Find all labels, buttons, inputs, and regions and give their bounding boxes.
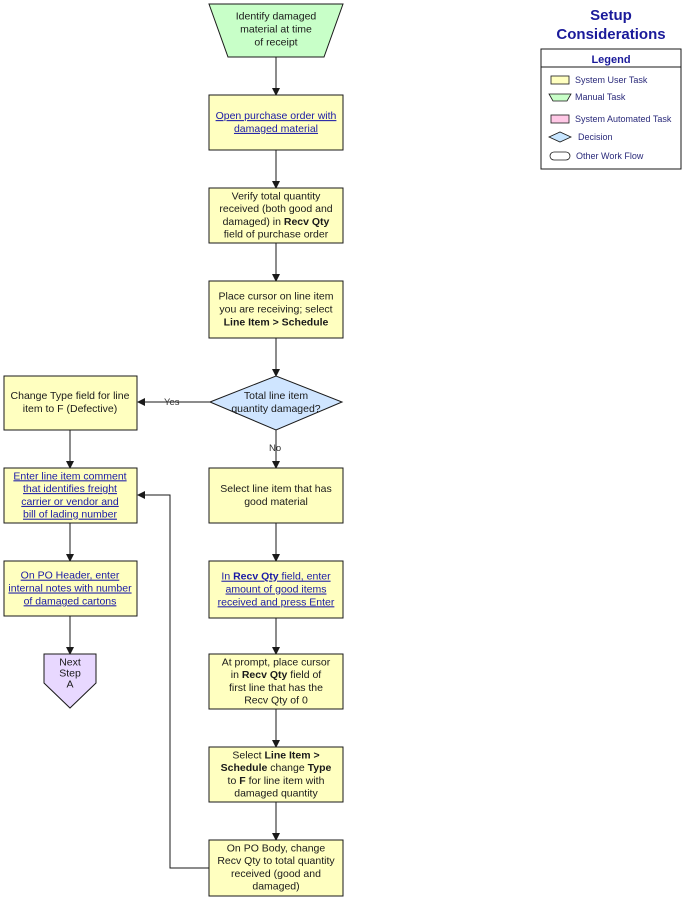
identify-line: material at time <box>240 24 312 36</box>
po-body-line: damaged) <box>252 881 299 893</box>
legend-decision-swatch <box>548 131 572 143</box>
select-schedule-line: to F for line item with <box>228 775 325 787</box>
select-schedule-line: Schedule change Type <box>221 762 332 774</box>
legend-manual-task-swatch <box>548 93 572 102</box>
verify-task <box>208 187 344 244</box>
legend-other-workflow-label: Other Work Flow <box>576 151 644 161</box>
recv-qty-line[interactable]: In Recv Qty field, enter <box>221 571 331 583</box>
next-step-line: Step <box>59 668 81 680</box>
legend-automated-task-swatch <box>550 114 570 124</box>
place-cursor-line: you are receiving; select <box>219 304 332 316</box>
open-po-line[interactable]: damaged material <box>234 123 318 135</box>
connectors <box>66 57 280 869</box>
change-type-line: item to F (Defective) <box>23 403 118 415</box>
recv-qty-line[interactable]: amount of good items <box>226 584 327 596</box>
open-po-line[interactable]: Open purchase order with <box>216 110 337 122</box>
comment-line[interactable]: bill of lading number <box>23 509 117 521</box>
po-header-line[interactable]: internal notes with number <box>8 583 132 595</box>
select-schedule-task <box>208 746 344 803</box>
legend-automated-task-label: System Automated Task <box>575 114 672 124</box>
select-good-line: good material <box>244 496 308 508</box>
identify-line: Identify damaged <box>236 11 317 23</box>
comment-line[interactable]: carrier or vendor and <box>21 496 119 508</box>
select-good-line: Select line item that has <box>220 483 331 495</box>
setup-title-line1: Setup <box>590 7 632 24</box>
identify-line: of receipt <box>254 36 297 48</box>
damage-decision <box>208 375 344 431</box>
no-label: No <box>269 443 281 454</box>
place-cursor-line: Place cursor on line item <box>219 291 334 303</box>
po-header-line[interactable]: On PO Header, enter <box>21 570 120 582</box>
next-step-line: A <box>66 679 73 691</box>
po-body-task <box>208 839 344 897</box>
next-step-line: Next <box>59 657 81 669</box>
verify-line: field of purchase order <box>224 229 329 241</box>
po-header-line[interactable]: of damaged cartons <box>24 595 117 607</box>
prompt-line: At prompt, place cursor <box>222 656 331 668</box>
select-schedule-line: Select Line Item > <box>232 749 319 761</box>
legend-user-task-swatch <box>550 75 570 85</box>
legend-decision-label: Decision <box>578 132 613 142</box>
legend-manual-task-label: Manual Task <box>575 92 626 102</box>
prompt-task <box>208 653 344 710</box>
po-header-task[interactable] <box>3 560 138 617</box>
prompt-line: first line that has the <box>229 682 323 694</box>
legend-box: Legend System User Task Manual Task Syst… <box>540 48 682 170</box>
decision-line: quantity damaged? <box>231 403 320 415</box>
prompt-line: in Recv Qty field of <box>231 669 322 681</box>
legend-other-workflow-swatch <box>549 151 571 161</box>
open-po-task[interactable] <box>208 94 344 151</box>
yes-label: Yes <box>164 397 180 408</box>
po-body-line: On PO Body, change <box>227 842 326 854</box>
place-cursor-task <box>208 280 344 339</box>
legend-user-task-label: System User Task <box>575 75 648 85</box>
verify-line: damaged) in Recv Qty <box>223 216 330 228</box>
comment-line[interactable]: that identifies freight <box>23 483 117 495</box>
next-step-offpage[interactable] <box>43 653 97 709</box>
select-good-task <box>208 467 344 524</box>
arrow-pobody-loop-to-comment <box>137 491 210 869</box>
comment-task[interactable] <box>3 467 138 524</box>
decision-line: Total line item <box>244 390 308 402</box>
identify-manual-task <box>208 3 344 58</box>
prompt-line: Recv Qty of 0 <box>244 695 308 707</box>
recv-qty-task[interactable] <box>208 560 344 619</box>
verify-line: received (both good and <box>219 203 332 215</box>
po-body-line: Recv Qty to total quantity <box>217 855 335 867</box>
po-body-line: received (good and <box>231 868 321 880</box>
comment-line[interactable]: Enter line item comment <box>13 470 126 482</box>
select-schedule-line: damaged quantity <box>234 788 318 800</box>
change-type-task <box>3 375 138 431</box>
recv-qty-line[interactable]: received and press Enter <box>218 596 335 608</box>
change-type-line: Change Type field for line <box>11 390 130 402</box>
setup-title-line2: Considerations <box>556 26 665 43</box>
legend-title: Legend <box>591 54 630 66</box>
place-cursor-line: Line Item > Schedule <box>224 316 329 328</box>
verify-line: Verify total quantity <box>232 190 321 202</box>
